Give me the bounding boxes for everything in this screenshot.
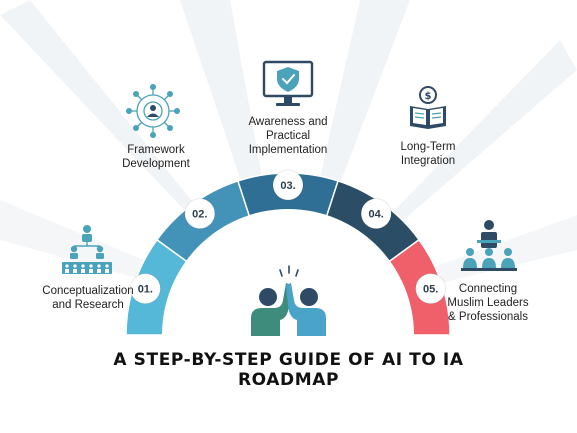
step-3-badge: 03. [272, 169, 304, 201]
step-badges: 01. 02. 03. 04. 05. [129, 169, 447, 305]
step-4-badge: 04. [360, 198, 392, 230]
step-5-label: Connecting Muslim Leaders & Professional… [447, 283, 529, 323]
step-3-number: 03. [280, 180, 295, 192]
step-2-label: Framework Development [122, 144, 190, 170]
step-2-badge: 02. [184, 198, 216, 230]
monitor-shield-icon [262, 60, 314, 106]
book-dollar-icon: $ [410, 86, 446, 129]
high-five-people-icon [251, 265, 326, 336]
org-chart-icon [62, 225, 112, 274]
step-3-label: Awareness and Practical Implementation [248, 116, 328, 156]
step-1-badge: 01. [129, 273, 161, 305]
step-2-number: 02. [192, 209, 207, 221]
step-4-label: Long-Term Integration [400, 141, 456, 167]
step-1-number: 01. [138, 284, 153, 296]
arc-inner-disc [162, 209, 414, 335]
network-user-icon [126, 84, 180, 138]
presentation-icon [461, 220, 517, 271]
step-4-number: 04. [369, 209, 384, 221]
diagram-title-line-1: A STEP-BY-STEP GUIDE OF AI TO IA [113, 350, 464, 370]
step-5-badge: 05. [415, 273, 447, 305]
diagram-title-line-2: ROADMAP [237, 370, 340, 390]
step-5-number: 05. [423, 284, 438, 296]
step-1-label: Conceptualization and Research [42, 285, 134, 311]
svg-text:$: $ [425, 91, 432, 102]
